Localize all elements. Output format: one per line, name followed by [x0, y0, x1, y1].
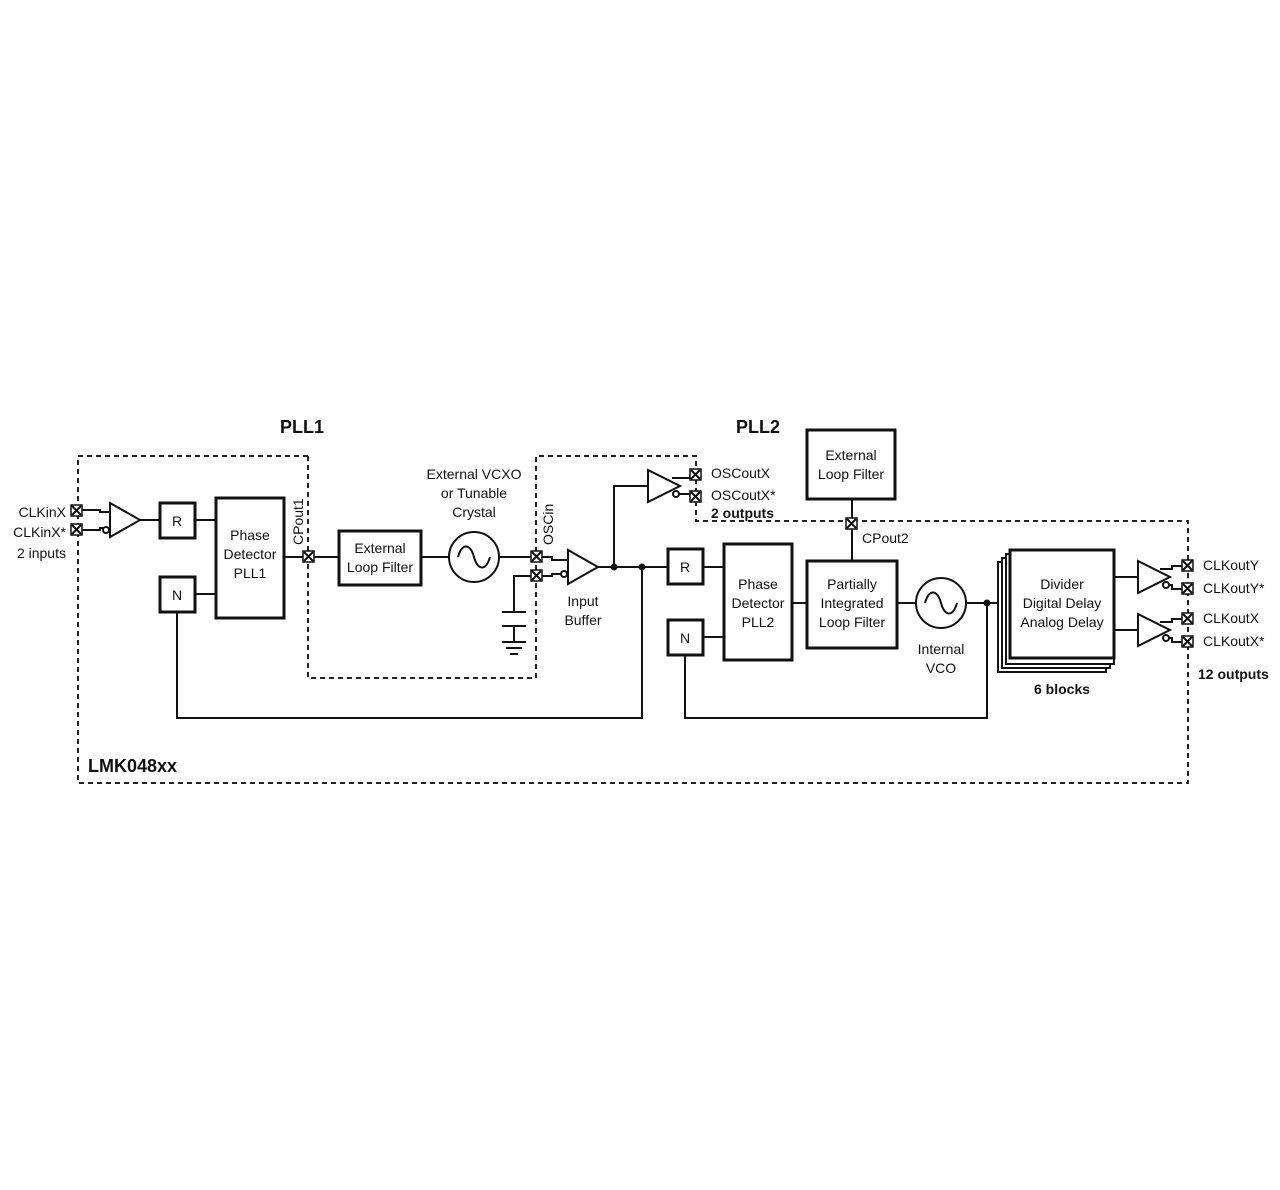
- pll1-external-loop-filter: [337, 529, 423, 587]
- input-buffer-line2: Buffer: [564, 612, 601, 628]
- clkin-pin-label: CLKinX: [19, 504, 67, 520]
- oscin-n-pin-icon: [530, 569, 543, 582]
- pll2-pd-line1: Phase: [738, 576, 778, 592]
- cpout1-pin-icon: [302, 550, 315, 563]
- pll2-r-label: R: [680, 559, 690, 575]
- oscin-ground-wire: [513, 575, 531, 642]
- vcxo-line3: Crystal: [452, 504, 496, 520]
- ground-symbol-icon: [502, 641, 526, 655]
- clkout-x-n-label: CLKoutX*: [1203, 633, 1265, 649]
- buffer-to-oscout-wire: [613, 485, 648, 567]
- pll1-pd-line1: Phase: [230, 527, 270, 543]
- pll2-pd-line2: Detector: [732, 595, 785, 611]
- vcxo-sine-icon: [457, 545, 491, 569]
- device-boundary: [77, 455, 1189, 784]
- pll2-external-loop-filter: [805, 428, 897, 501]
- oscin-label: OSCin: [540, 504, 556, 545]
- vco-line2: VCO: [926, 660, 956, 676]
- device-boundary-top-right: [695, 500, 852, 522]
- input-buffer-icon: [567, 548, 601, 586]
- clkout-y-n-pin-icon: [1181, 582, 1194, 595]
- clkout-y-buffer-inv-dot: [1162, 581, 1170, 589]
- pll1-r-label: R: [172, 513, 182, 529]
- pll1-r-divider: [158, 501, 197, 540]
- vco-line1: Internal: [918, 641, 965, 657]
- oscout-pin-icon: [689, 468, 702, 481]
- divider-to-outbuf-wires: [1114, 576, 1138, 631]
- input-buffer-inv-dot: [560, 570, 568, 578]
- pll2-feedback-wire: [684, 603, 988, 719]
- pll1-elf-line1: External: [354, 540, 405, 556]
- clkout-y-n-label: CLKoutY*: [1203, 580, 1265, 596]
- oscout-buffer-inv-dot: [672, 490, 680, 498]
- input-buffer-line1: Input: [567, 593, 598, 609]
- oscout-n-pin-icon: [689, 490, 702, 503]
- pilf-line1: Partially: [827, 576, 877, 592]
- pll2-title: PLL2: [736, 417, 780, 437]
- divider-line1: Divider: [1040, 576, 1084, 592]
- vcxo-line2: or Tunable: [441, 485, 507, 501]
- pll2-r-divider: [666, 547, 705, 586]
- oscout-buffer-icon: [647, 468, 683, 504]
- clkin-n-pin-label: CLKinX*: [13, 524, 66, 540]
- pll1-pd-line2: Detector: [224, 546, 277, 562]
- clkout-x-n-pin-icon: [1181, 635, 1194, 648]
- inputs-count-label: 2 inputs: [17, 545, 66, 561]
- cpout2-pin-icon: [845, 517, 858, 530]
- oscout-n-pin-label: OSCoutX*: [711, 487, 776, 503]
- clkin-buffer-inv-dot: [102, 526, 110, 534]
- clkout-x-buffer-icon: [1137, 612, 1173, 648]
- clkout-x-buffer-inv-dot: [1162, 634, 1170, 642]
- divider-line3: Analog Delay: [1020, 614, 1103, 630]
- oscout-pin-label: OSCoutX: [711, 465, 771, 481]
- pll1-elf-line2: Loop Filter: [347, 559, 413, 575]
- oscout-count-label: 2 outputs: [711, 505, 774, 521]
- outputs-count-label: 12 outputs: [1198, 666, 1269, 682]
- pll1-n-label: N: [172, 587, 182, 603]
- clkin-buffer-icon: [109, 501, 143, 539]
- clkin-pin-icon: [70, 504, 83, 517]
- cpout2-label: CPout2: [862, 530, 909, 546]
- pll1-title: PLL1: [280, 417, 324, 437]
- vcxo-line1: External VCXO: [427, 466, 522, 482]
- pll2-elf-line1: External: [825, 447, 876, 463]
- divider-line2: Digital Delay: [1023, 595, 1102, 611]
- pilf-line3: Loop Filter: [819, 614, 885, 630]
- partially-integrated-loop-filter: [805, 559, 899, 650]
- pll2-pd-line3: PLL2: [742, 614, 775, 630]
- clkout-x-label: CLKoutX: [1203, 610, 1260, 626]
- ground-capacitor-icon: [502, 611, 526, 627]
- pll2-phase-detector: [722, 542, 794, 662]
- clkout-y-buffer-icon: [1137, 559, 1173, 595]
- divider-count-label: 6 blocks: [1034, 681, 1090, 697]
- pll2-elf-line2: Loop Filter: [818, 466, 884, 482]
- pilf-line2: Integrated: [820, 595, 883, 611]
- cpout1-label: CPout1: [290, 498, 306, 545]
- clkout-y-pin-icon: [1181, 559, 1194, 572]
- pll1-external-region: [307, 455, 697, 679]
- pll1-feedback-wire: [176, 567, 643, 719]
- clkin-n-pin-icon: [70, 523, 83, 536]
- pll1-pd-line3: PLL1: [234, 565, 267, 581]
- device-label: LMK048xx: [88, 756, 177, 776]
- clkout-x-pin-icon: [1181, 612, 1194, 625]
- clkout-y-label: CLKoutY: [1203, 557, 1260, 573]
- pll2-n-label: N: [680, 630, 690, 646]
- vco-sine-icon: [924, 591, 958, 615]
- outbuf-to-pins-wires: [1160, 565, 1182, 643]
- divider-delay-block: [1008, 548, 1116, 660]
- oscin-pin-icon: [530, 550, 543, 563]
